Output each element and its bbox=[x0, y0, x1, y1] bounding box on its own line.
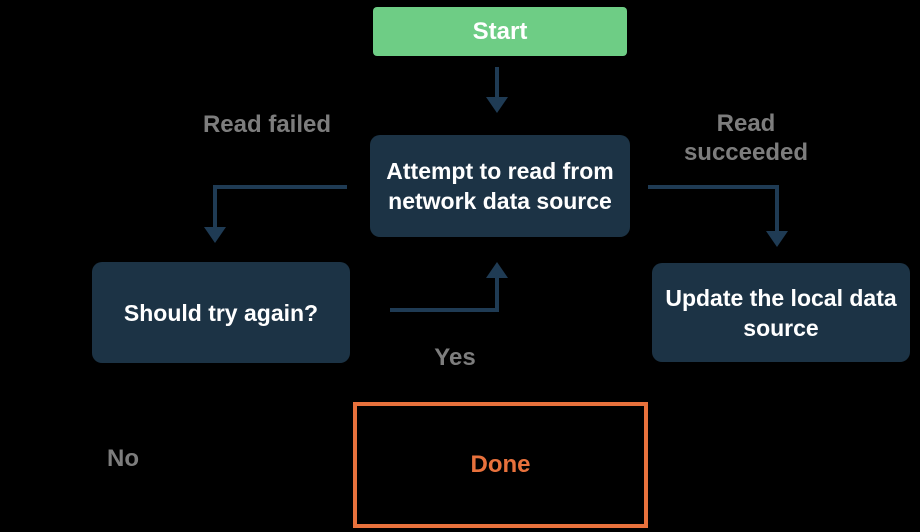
node-attempt-read-label: Attempt to read from network data source bbox=[386, 158, 614, 214]
edge-label-read-succeeded: Read succeeded bbox=[683, 110, 809, 166]
node-done: Done bbox=[353, 402, 648, 528]
node-start-label: Start bbox=[472, 17, 528, 45]
edge-label-read-failed: Read failed bbox=[202, 111, 332, 138]
node-start: Start bbox=[373, 7, 627, 56]
arrow-attempt-to-update bbox=[648, 185, 788, 247]
arrow-start-to-attempt bbox=[486, 67, 508, 113]
node-should-try-again-label: Should try again? bbox=[123, 299, 319, 326]
edge-label-yes: Yes bbox=[434, 344, 476, 371]
arrow-attempt-to-retry bbox=[204, 185, 347, 243]
node-update-local-data: Update the local data source bbox=[652, 263, 910, 362]
node-should-try-again: Should try again? bbox=[92, 262, 350, 363]
node-done-label: Done bbox=[470, 451, 531, 478]
node-update-local-data-label: Update the local data source bbox=[665, 284, 897, 341]
edge-label-no: No bbox=[107, 445, 139, 472]
arrow-retry-to-attempt-yes bbox=[390, 262, 508, 312]
node-attempt-read: Attempt to read from network data source bbox=[370, 135, 630, 237]
